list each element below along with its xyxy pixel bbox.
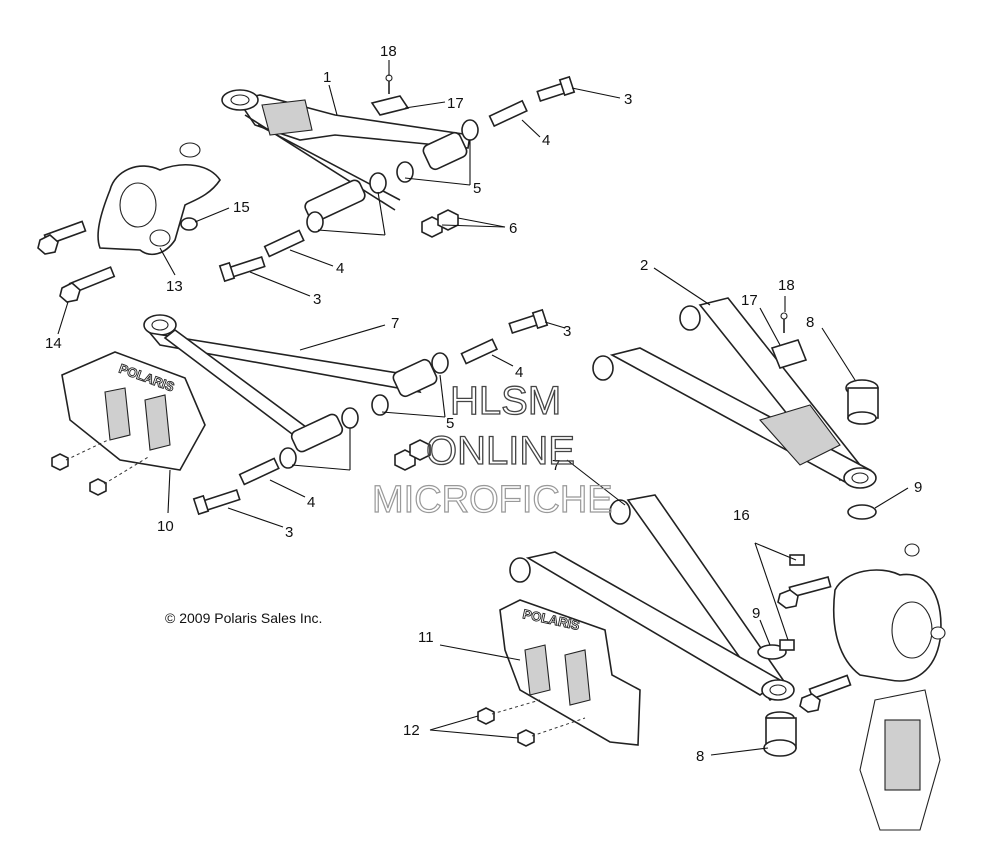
bushings-5-top	[306, 119, 479, 233]
nuts-6	[421, 209, 459, 238]
screws-10	[51, 439, 151, 496]
bolts-16	[777, 554, 852, 713]
callout-1: 1	[323, 69, 331, 86]
callout-3-right: 3	[563, 323, 571, 340]
screw-18-top	[385, 74, 393, 94]
callout-4-low: 4	[307, 494, 315, 511]
watermark: HLSM ONLINE MICROFICHE	[371, 378, 613, 521]
callout-11: 11	[418, 629, 434, 646]
screw-18-right	[780, 312, 788, 333]
callout-9-upper: 9	[914, 479, 922, 496]
watermark-line-3: MICROFICHE	[372, 479, 613, 521]
callout-12: 12	[403, 722, 420, 739]
washer-15	[180, 217, 198, 231]
bolt-3-top	[536, 75, 576, 103]
watermark-line-1: HLSM	[450, 379, 561, 423]
callout-18-top: 18	[380, 43, 397, 60]
lower-a-arm-left	[143, 314, 449, 469]
sleeve-4-top	[488, 99, 528, 128]
callout-7-right: 7	[552, 457, 560, 474]
bolt-3-right	[508, 308, 549, 335]
callout-7-left: 7	[391, 315, 399, 332]
sleeve-4-mid	[263, 229, 305, 258]
sleeve-4-low	[238, 457, 280, 486]
callout-18-right: 18	[778, 277, 795, 294]
callout-4-right: 4	[515, 364, 523, 381]
callout-5-low: 5	[446, 415, 454, 432]
callout-4-top: 4	[542, 132, 550, 149]
leader-lines	[57, 60, 909, 756]
callout-8-lower: 8	[696, 748, 704, 765]
ball-joint-8-lower	[763, 711, 797, 757]
upper-a-arm-right	[592, 297, 877, 489]
watermark-line-2: ONLINE	[426, 429, 575, 473]
callout-3-low: 3	[285, 524, 293, 541]
guard-11: POLARIS	[499, 599, 641, 746]
callout-17-top: 17	[447, 95, 464, 112]
lower-a-arm-right	[509, 494, 795, 702]
callout-4-mid: 4	[336, 260, 344, 277]
screws-12	[477, 699, 586, 747]
ball-joint-8-upper	[845, 379, 879, 425]
callout-6: 6	[509, 220, 517, 237]
callout-8-upper: 8	[806, 314, 814, 331]
bolt-spindle-upper	[37, 220, 87, 255]
callout-3-mid: 3	[313, 291, 321, 308]
callout-3-top: 3	[624, 91, 632, 108]
callout-17-right: 17	[741, 292, 758, 309]
spindle-right	[832, 543, 946, 682]
bolt-3-mid	[218, 255, 266, 283]
copyright-text: © 2009 Polaris Sales Inc.	[165, 610, 322, 626]
guard-10: POLARIS	[61, 351, 206, 471]
callout-5-top: 5	[473, 180, 481, 197]
clip-17-right	[770, 339, 808, 369]
clip-17-top	[370, 95, 410, 116]
spindle-13	[97, 142, 221, 256]
callout-14: 14	[45, 335, 62, 352]
callout-2: 2	[640, 257, 648, 274]
callout-numbers: 1 18 17 3 4 5 6 15 4 13 3 14 7 3 4 5 4 1…	[45, 43, 922, 765]
upper-a-arm-left	[221, 89, 471, 223]
brake-caliper	[859, 689, 941, 831]
callout-13: 13	[166, 278, 183, 295]
sleeve-4-right	[460, 338, 499, 365]
callout-15: 15	[233, 199, 250, 216]
callout-16: 16	[733, 507, 750, 524]
nuts-lower	[394, 439, 431, 471]
callout-9-lower: 9	[752, 605, 760, 622]
ring-9-upper	[847, 504, 877, 520]
bolt-14	[59, 266, 116, 303]
callout-10: 10	[157, 518, 174, 535]
ring-9-lower	[757, 644, 787, 660]
bolt-3-low	[192, 488, 241, 516]
